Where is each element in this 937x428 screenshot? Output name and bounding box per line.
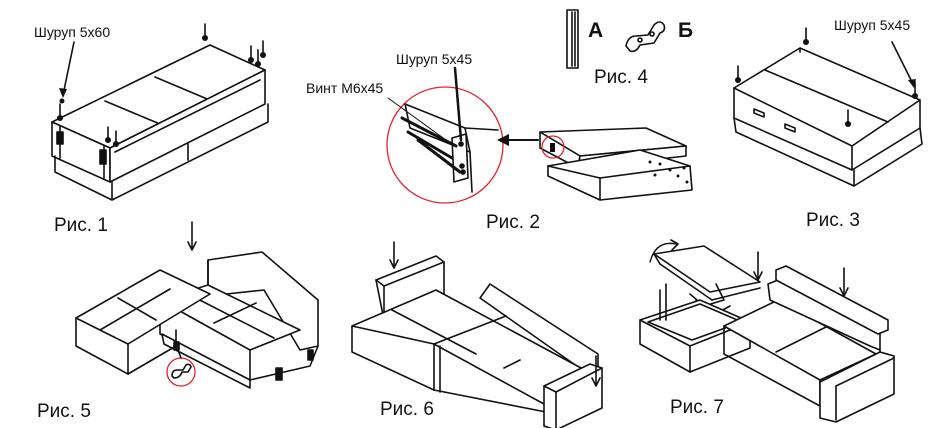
fig7-storage-sofa: [639, 239, 895, 423]
callout-screw-5x45-fig2: Шуруп 5x45: [396, 51, 473, 67]
fig1-sofa-base: [51, 23, 269, 201]
fig7-caption: Рис. 7: [670, 397, 724, 418]
fig2-caption: Рис. 2: [486, 212, 540, 233]
fig3-caption: Рис. 3: [806, 210, 860, 231]
part-a-label: А: [588, 19, 604, 42]
fig6-caption: Рис. 6: [380, 399, 434, 420]
callout-screw-5x45-fig3: Шуруп 5x45: [834, 17, 911, 33]
callout-bolt-m6x45: Винт М6x45: [306, 80, 384, 96]
fig6-corner-sofa: [351, 241, 603, 428]
fig4-parts: [566, 9, 666, 69]
part-b-label: Б: [678, 19, 694, 42]
fig4-caption: Рис. 4: [594, 67, 648, 88]
fig3-box-with-screws: [733, 27, 923, 187]
callout-screw-5x60: Шуруп 5x60: [34, 24, 111, 40]
fig1-caption: Рис. 1: [54, 215, 108, 236]
fig2-bracket-detail: [386, 66, 693, 204]
fig5-sofa-ottoman: [75, 221, 319, 389]
fig5-caption: Рис. 5: [37, 401, 91, 422]
